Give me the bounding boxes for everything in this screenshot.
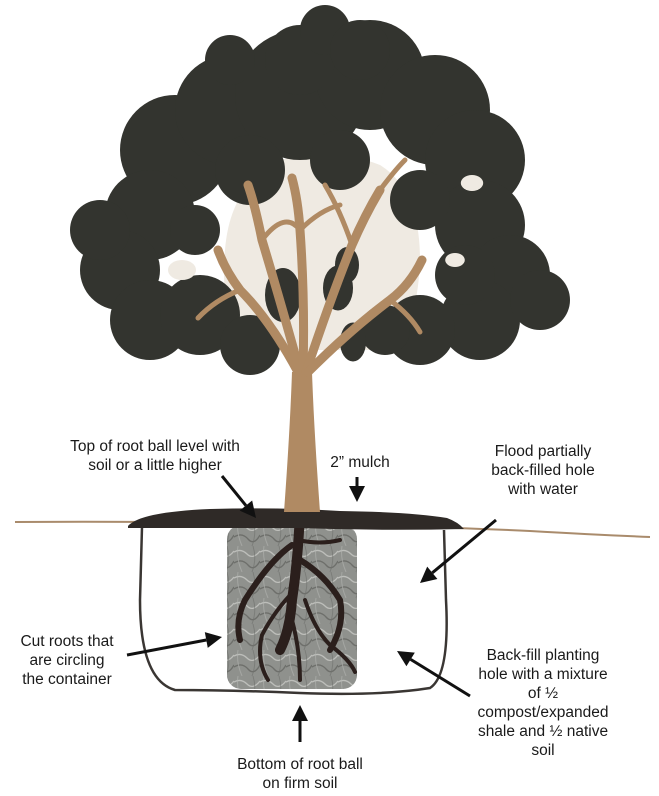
canopy-leaf-cluster bbox=[435, 245, 495, 305]
canopy-gap bbox=[168, 260, 196, 280]
arrow-bottom-of-root-ball bbox=[292, 705, 308, 742]
canopy-leaf-cluster bbox=[70, 200, 130, 260]
canopy-leaf-cluster bbox=[390, 170, 450, 230]
canopy-leaf-cluster bbox=[170, 205, 220, 255]
label-mulch: 2” mulch bbox=[315, 453, 405, 472]
canopy-leaf-cluster bbox=[205, 35, 255, 85]
canopy-leaf-cluster bbox=[510, 270, 570, 330]
arrow-mulch bbox=[349, 477, 365, 502]
canopy-gap bbox=[461, 175, 483, 191]
canopy-gap bbox=[445, 253, 465, 267]
canopy-leaf-cluster bbox=[330, 20, 390, 80]
canopy-leaf-cluster bbox=[310, 130, 370, 190]
